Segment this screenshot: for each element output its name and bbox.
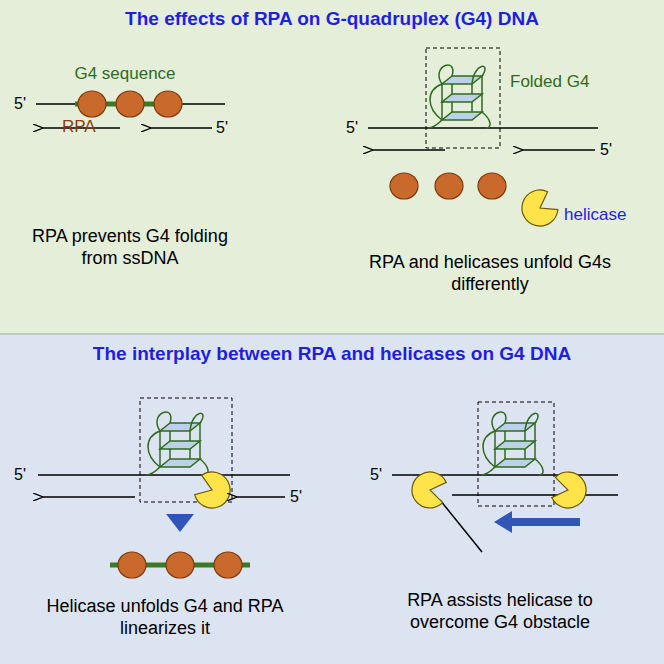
part-label: 5' [14,94,26,113]
caption-text: RPA assists helicase to overcome G4 obst… [375,590,625,633]
top-illustration [0,0,664,335]
part-label: 5' [14,465,26,484]
part-label: 5' [600,140,612,159]
panel-band: The effects of RPA on G-quadruplex (G4) … [0,0,664,335]
caption-text: RPA and helicases unfold G4s differently [365,252,615,295]
part-label: 5' [346,118,358,137]
part-label: 5' [216,118,228,137]
panel-title: The effects of RPA on G-quadruplex (G4) … [0,0,664,30]
caption-text: Helicase unfolds G4 and RPA linearizes i… [40,596,290,639]
caption-text: RPA prevents G4 folding from ssDNA [15,226,245,269]
part-label: Folded G4 [510,72,589,92]
part-label: 5' [370,465,382,484]
part-label: 5' [290,487,302,506]
part-label: helicase [564,205,626,225]
panel-title: The interplay between RPA and helicases … [0,335,664,365]
part-label: RPA [62,117,96,137]
part-label: G4 sequence [74,64,175,84]
